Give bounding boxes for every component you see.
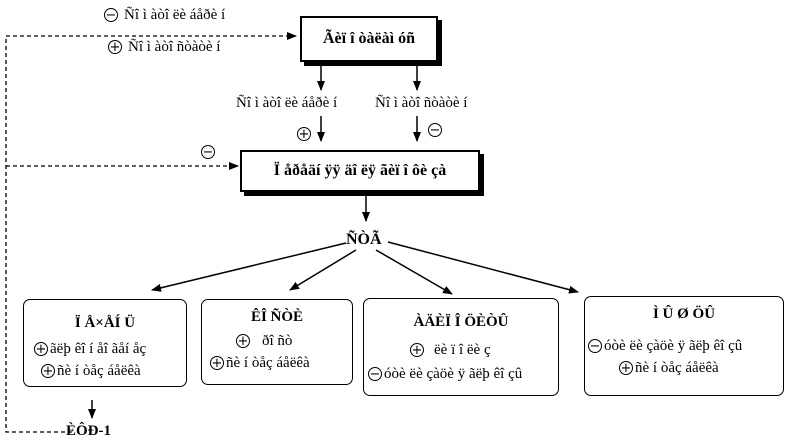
plus-sign-icon: + xyxy=(108,39,122,55)
arrow-gh-adipo xyxy=(375,249,453,295)
muscles-item-1: − óòè ëè çàöè ÿ ãëþ êî çû xyxy=(588,337,742,355)
liver-title: Ï Å×ÅÍ Ü xyxy=(74,315,136,331)
feedback-plus-label: + Ñî ì àòî ñòàòè í xyxy=(108,38,220,56)
liver-item-1-text: ãëþ êî í åî ãåí åç xyxy=(50,341,147,357)
muscles-card: Ì Û Ø ÖÛ − óòè ëè çàöè ÿ ãëþ êî çû + ñè … xyxy=(584,296,784,396)
plus-sign-icon: + xyxy=(210,355,224,371)
bones-item-1-text: ðî ñò xyxy=(262,333,293,349)
plus-sign-icon: + xyxy=(619,360,633,376)
arrow-gh-muscle xyxy=(387,241,579,294)
mid-plus-sign-icon: + xyxy=(297,126,311,142)
plus-sign-icon: + xyxy=(41,363,55,379)
liver-item-2: + ñè í òåç áåëêà xyxy=(41,362,141,380)
feedback-pituitary-minus-icon: − xyxy=(201,144,215,160)
minus-sign-icon: − xyxy=(588,338,602,354)
arrow-gh-bones xyxy=(289,249,357,291)
pituitary-label: Ï åðåäí ÿÿ äî ëÿ ãèï î ôè çà xyxy=(273,162,447,179)
plus-sign-icon: + xyxy=(236,333,250,349)
somatostatin-label: Ñî ì àòî ñòàòè í xyxy=(128,39,221,55)
bones-item-2-text: ñè í òåç áåëêà xyxy=(226,355,310,371)
minus-sign-icon: − xyxy=(104,7,118,23)
liver-card: Ï Å×ÅÍ Ü + ãëþ êî í åî ãåí åç + ñè í òåç… xyxy=(23,299,187,387)
plus-sign-icon: + xyxy=(410,342,424,358)
bones-card: ÊÎ ÑÒÈ + ðî ñò + ñè í òåç áåëêà xyxy=(201,299,353,385)
minus-sign-icon: − xyxy=(368,366,382,382)
liver-item-2-text: ñè í òåç áåëêà xyxy=(57,363,141,379)
bones-item-1: + ðî ñò xyxy=(236,332,292,350)
muscles-item-2-text: ñè í òåç áåëêà xyxy=(635,360,719,376)
muscles-item-1-text: óòè ëè çàöè ÿ ãëþ êî çû xyxy=(604,338,743,354)
hypothalamus-label: Ãèï î òàëàì óñ xyxy=(323,30,415,47)
liver-item-1: + ãëþ êî í åî ãåí åç xyxy=(34,340,146,358)
muscles-title: Ì Û Ø ÖÛ xyxy=(652,306,716,322)
adipocytes-item-1: + ëè ï î ëè ç xyxy=(410,341,491,359)
mid-minus-sign-icon: − xyxy=(428,122,442,138)
igf1-label: ÈÔÐ-1 xyxy=(66,423,111,439)
feedback-minus-label: − Ñî ì àòî ëè áåðè í xyxy=(104,6,225,24)
muscles-item-2: + ñè í òåç áåëêà xyxy=(619,359,719,377)
adipocytes-card: ÀÄÈÏ Î ÖÈÒÛ + ëè ï î ëè ç − óòè ëè çàöè … xyxy=(363,298,559,396)
adipocytes-item-2-text: óòè ëè çàöè ÿ ãëþ êî çû xyxy=(384,366,523,382)
hypothalamus-box: Ãèï î òàëàì óñ xyxy=(300,16,438,62)
mid-right-label: Ñî ì àòî ñòàòè í xyxy=(375,95,468,111)
mid-left-label: Ñî ì àòî ëè áåðè í xyxy=(236,95,338,111)
pituitary-box: Ï åðåäí ÿÿ äî ëÿ ãèï î ôè çà xyxy=(240,150,480,192)
adipocytes-item-1-text: ëè ï î ëè ç xyxy=(434,342,491,358)
arrow-gh-liver xyxy=(151,242,347,292)
adipocytes-title: ÀÄÈÏ Î ÖÈÒÛ xyxy=(413,314,509,330)
plus-sign-icon: + xyxy=(34,341,48,357)
bones-title: ÊÎ ÑÒÈ xyxy=(250,309,304,325)
adipocytes-item-2: − óòè ëè çàöè ÿ ãëþ êî çû xyxy=(368,365,522,383)
bones-item-2: + ñè í òåç áåëêà xyxy=(210,354,310,372)
gh-label: ÑÒÃ xyxy=(346,231,382,248)
somatoliberin-label: Ñî ì àòî ëè áåðè í xyxy=(124,7,226,23)
